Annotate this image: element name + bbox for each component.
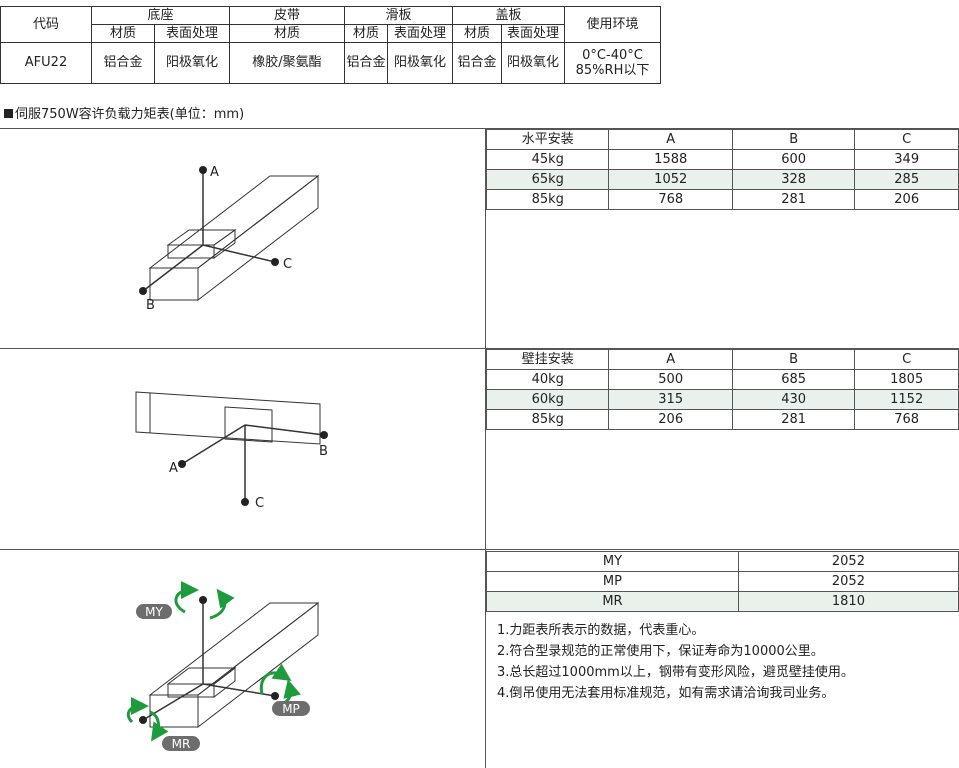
note-item: 3.总长超过1000mm以上，钢带有变形风险，避觅壁挂使用。 — [497, 665, 854, 680]
axis-c-point — [241, 498, 249, 506]
my-pill-badge — [136, 604, 172, 619]
spec-slider-material-value: 铝合金 — [344, 42, 388, 84]
spec-slider-surface-value: 阳极氧化 — [387, 42, 453, 84]
moment-key: MY — [486, 551, 739, 572]
mp-pill-label: MP — [282, 702, 300, 716]
mr-pill-label: MR — [172, 737, 191, 751]
axis-c-label: C — [255, 496, 264, 511]
wall-b-value: 685 — [731, 369, 856, 390]
panel-divider-top — [0, 128, 959, 129]
axis-b-point — [139, 287, 147, 295]
wall-c-value: 768 — [854, 409, 959, 430]
table-row: 60kg 315 430 1152 — [485, 389, 959, 410]
horizontal-load: 85kg — [485, 189, 610, 210]
horizontal-a-value: 768 — [608, 189, 733, 210]
spec-header-cover: 盖板 — [452, 6, 565, 25]
spec-sub-slider-material: 材质 — [344, 24, 388, 43]
moment-diagram — [142, 600, 320, 729]
spec-sub-slider-surface: 表面处理 — [387, 24, 453, 43]
table-row: MR 1810 — [486, 591, 959, 612]
spec-base-surface-value: 阳极氧化 — [154, 42, 230, 84]
wall-load: 85kg — [485, 409, 610, 430]
table-row: 85kg 768 281 206 — [485, 189, 959, 210]
square-bullet-icon — [4, 109, 13, 118]
horizontal-b-value: 328 — [731, 169, 856, 190]
wall-b-value: 281 — [731, 409, 856, 430]
axis-b-label: B — [319, 444, 328, 459]
wall-c-value: 1152 — [854, 389, 959, 410]
spec-code-value: AFU22 — [0, 42, 92, 84]
spec-cover-surface-value: 阳极氧化 — [501, 42, 565, 84]
horizontal-a-value: 1588 — [608, 149, 733, 170]
spec-sub-cover-material: 材质 — [452, 24, 502, 43]
horizontal-load: 45kg — [485, 149, 610, 170]
note-item: 2.符合型录规范的正常使用下，保证寿命为10000公里。 — [497, 644, 824, 659]
wall-mount-diagram — [135, 391, 325, 502]
moment-table: MY 2052 MP 2052 MR 1810 — [486, 551, 959, 612]
note-item: 1.力距表所表示的数据，代表重心。 — [497, 623, 705, 638]
axis-b-point — [320, 431, 328, 439]
spec-belt-material-value: 橡胶/聚氨酯 — [229, 42, 345, 84]
moment-value: 1810 — [737, 591, 959, 612]
spec-header-code: 代码 — [0, 6, 92, 43]
moment-key: MR — [486, 591, 739, 612]
panel-divider-bottom — [0, 549, 959, 550]
mr-rotation-arrow-icon — [126, 697, 149, 724]
section-title: 伺服750W容许负载力矩表(单位：mm) — [4, 103, 244, 122]
mr-rotation-arrow-lower-icon — [149, 710, 169, 742]
horizontal-load-table: 水平安装 A B C 45kg 1588 600 349 65kg 1052 3… — [485, 129, 959, 210]
horizontal-b-value: 600 — [731, 149, 856, 170]
horizontal-mount-diagram — [142, 170, 320, 302]
wall-load-table: 壁挂安装 A B C 40kg 500 685 1805 60kg 315 43… — [485, 349, 959, 430]
horizontal-a-value: 1052 — [608, 169, 733, 190]
table-row: MY 2052 — [486, 551, 959, 572]
moment-center-left-point — [139, 716, 147, 724]
spec-table: 代码 底座 皮带 滑板 盖板 使用环境 材质 表面处理 材质 材质 表面处理 材… — [0, 6, 661, 84]
spec-sub-base-material: 材质 — [91, 24, 155, 43]
spec-sub-base-surface: 表面处理 — [154, 24, 230, 43]
spec-env-humidity: 85%RH以下 — [575, 63, 650, 78]
table-row: 45kg 1588 600 349 — [485, 149, 959, 170]
axis-a-label: A — [169, 461, 178, 476]
my-rotation-arrow-icon — [174, 581, 199, 614]
my-rotation-arrow-right-icon — [209, 588, 235, 620]
panel-divider-middle — [0, 348, 959, 349]
wall-a-value: 206 — [608, 409, 733, 430]
wall-header-mount: 壁挂安装 — [485, 349, 610, 370]
spec-env-value: 0°C-40°C 85%RH以下 — [564, 42, 661, 84]
moment-center-right-point — [271, 692, 279, 700]
my-pill-label: MY — [145, 605, 163, 619]
panel-divider-vertical — [485, 128, 486, 768]
spec-header-env: 使用环境 — [564, 6, 661, 43]
horizontal-b-value: 281 — [731, 189, 856, 210]
moment-center-top-point — [199, 596, 207, 604]
spec-cover-material-value: 铝合金 — [452, 42, 502, 84]
mp-rotation-arrow-icon — [259, 663, 292, 695]
spec-env-temp: 0°C-40°C — [582, 48, 643, 63]
mr-pill-badge — [162, 736, 200, 751]
table-row: 85kg 206 281 768 — [485, 409, 959, 430]
axis-a-point — [178, 460, 186, 468]
axis-a-label: A — [210, 165, 219, 180]
note-item: 4.倒吊使用无法套用标准规范，如有需求请洽询我司业务。 — [497, 686, 835, 701]
table-row: 40kg 500 685 1805 — [485, 369, 959, 390]
section-title-text: 伺服750W容许负载力矩表(单位：mm) — [15, 107, 245, 122]
axis-b-label: B — [146, 298, 155, 313]
axis-a-point — [199, 166, 207, 174]
wall-b-value: 430 — [731, 389, 856, 410]
spec-base-material-value: 铝合金 — [91, 42, 155, 84]
horizontal-c-value: 206 — [854, 189, 959, 210]
mp-pill-badge — [272, 701, 310, 716]
axis-c-point — [271, 258, 279, 266]
axis-c-label: C — [283, 257, 292, 272]
notes-list: 1.力距表所表示的数据，代表重心。 2.符合型录规范的正常使用下，保证寿命为10… — [497, 620, 854, 704]
